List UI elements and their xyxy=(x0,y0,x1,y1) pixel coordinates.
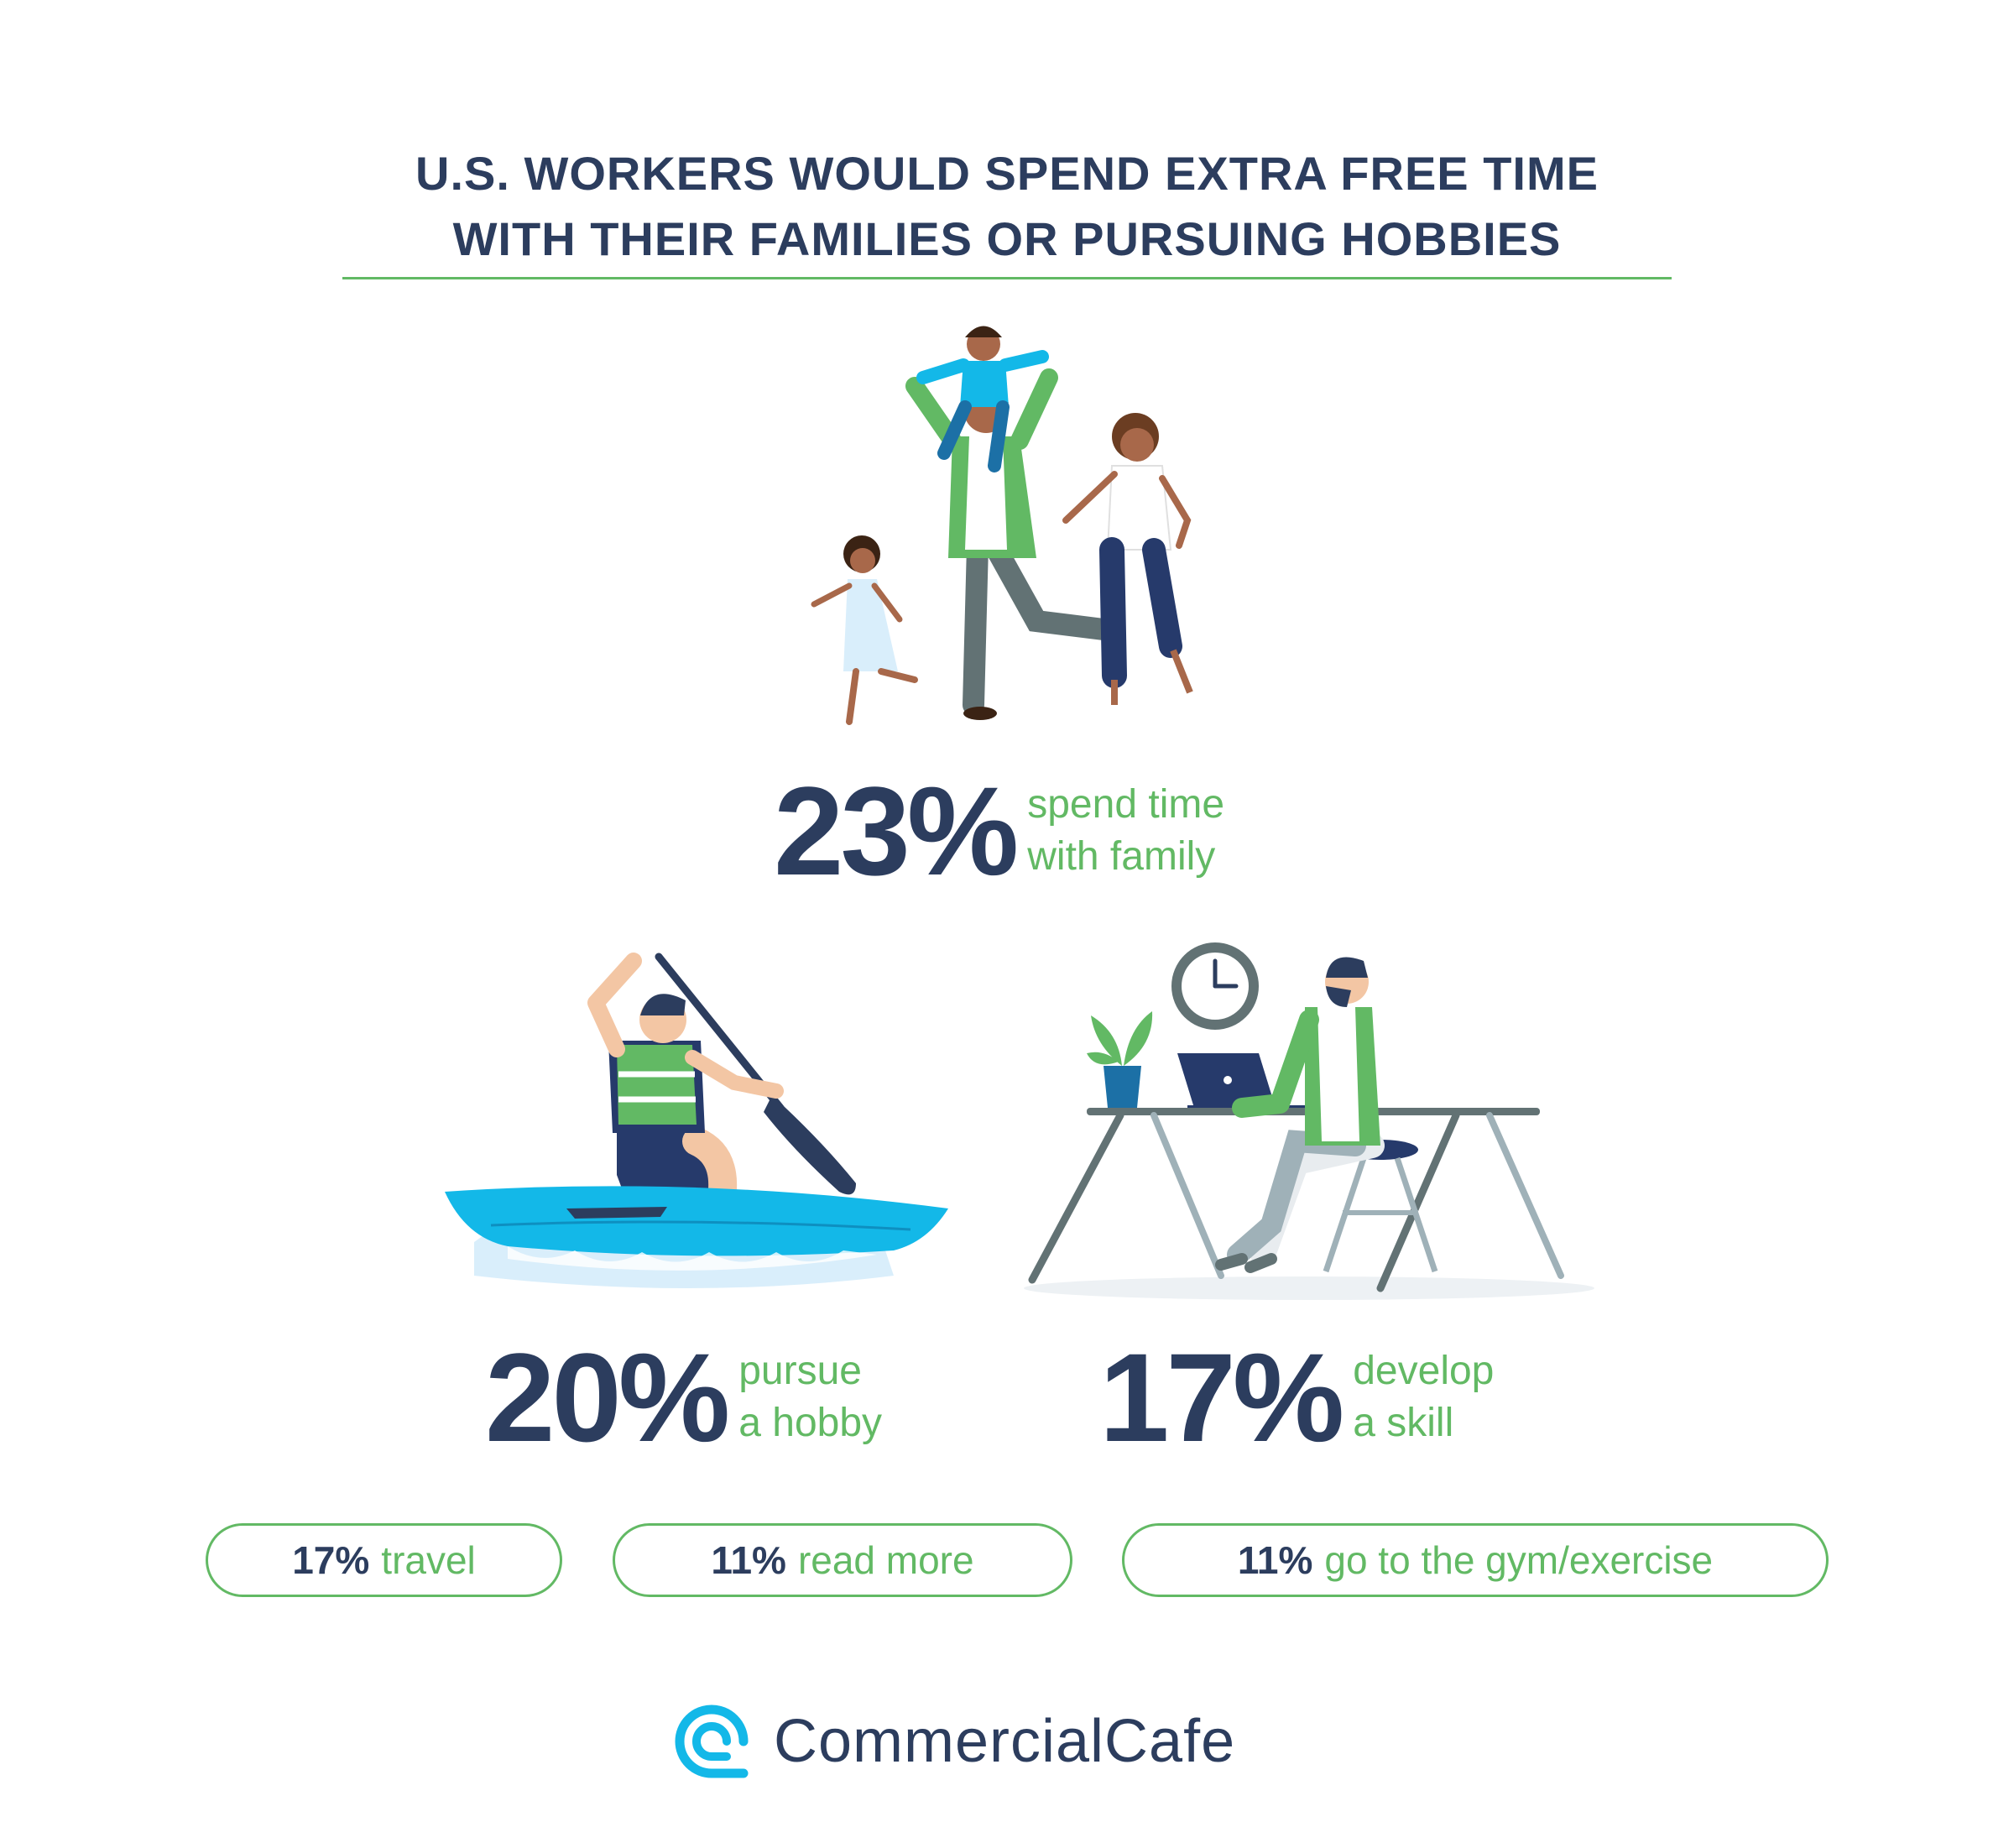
pill-travel-label: travel xyxy=(381,1538,476,1582)
pill-gym-exercise-label: go to the gym/exercise xyxy=(1324,1538,1714,1582)
brand-logo: CommercialCafe xyxy=(671,1699,1235,1783)
brand-logo-icon xyxy=(675,1704,749,1778)
title-line-1: U.S. WORKERS WOULD SPEND EXTRA FREE TIME xyxy=(415,147,1599,200)
pill-read-more-label: read more xyxy=(797,1538,974,1582)
stat-skill-label-line-2: a skill xyxy=(1353,1401,1454,1445)
stat-skill: 17% develop a skill xyxy=(1099,1334,1494,1460)
stat-skill-label: develop a skill xyxy=(1353,1345,1494,1449)
pill-travel-percent: 17% xyxy=(292,1538,370,1582)
pill-read-more: 11% read more xyxy=(613,1523,1072,1597)
family-illustration xyxy=(811,326,1193,725)
pill-read-more-percent: 11% xyxy=(711,1538,786,1582)
brand-name: CommercialCafe xyxy=(774,1708,1236,1775)
stat-hobby-label-line-2: a hobby xyxy=(738,1401,883,1445)
desk-worker-illustration xyxy=(1024,942,1594,1300)
stat-hobby-label: pursue a hobby xyxy=(738,1345,882,1449)
stat-family: 23% spend time with family xyxy=(774,768,1224,894)
plant-icon xyxy=(1087,1011,1153,1108)
stat-family-percent: 23% xyxy=(774,760,1019,901)
pill-gym-exercise-percent: 11% xyxy=(1237,1538,1313,1582)
kayaker-illustration xyxy=(445,953,948,1288)
title-divider xyxy=(342,277,1672,279)
stat-family-label-line-2: with family xyxy=(1027,834,1216,879)
stat-family-label: spend time with family xyxy=(1027,779,1224,883)
stat-hobby-label-line-1: pursue xyxy=(738,1349,862,1393)
stat-skill-label-line-1: develop xyxy=(1353,1349,1495,1393)
clock-icon xyxy=(1171,942,1259,1030)
stat-hobby-percent: 20% xyxy=(485,1327,730,1468)
stat-hobby: 20% pursue a hobby xyxy=(485,1334,882,1460)
title-line-2: WITH THEIR FAMILIES OR PURSUING HOBBIES xyxy=(452,212,1562,265)
stat-family-label-line-1: spend time xyxy=(1027,782,1225,827)
pill-gym-exercise: 11% go to the gym/exercise xyxy=(1122,1523,1829,1597)
stat-skill-percent: 17% xyxy=(1099,1327,1344,1468)
infographic-title: U.S. WORKERS WOULD SPEND EXTRA FREE TIME… xyxy=(0,141,2014,272)
pill-travel: 17% travel xyxy=(206,1523,562,1597)
